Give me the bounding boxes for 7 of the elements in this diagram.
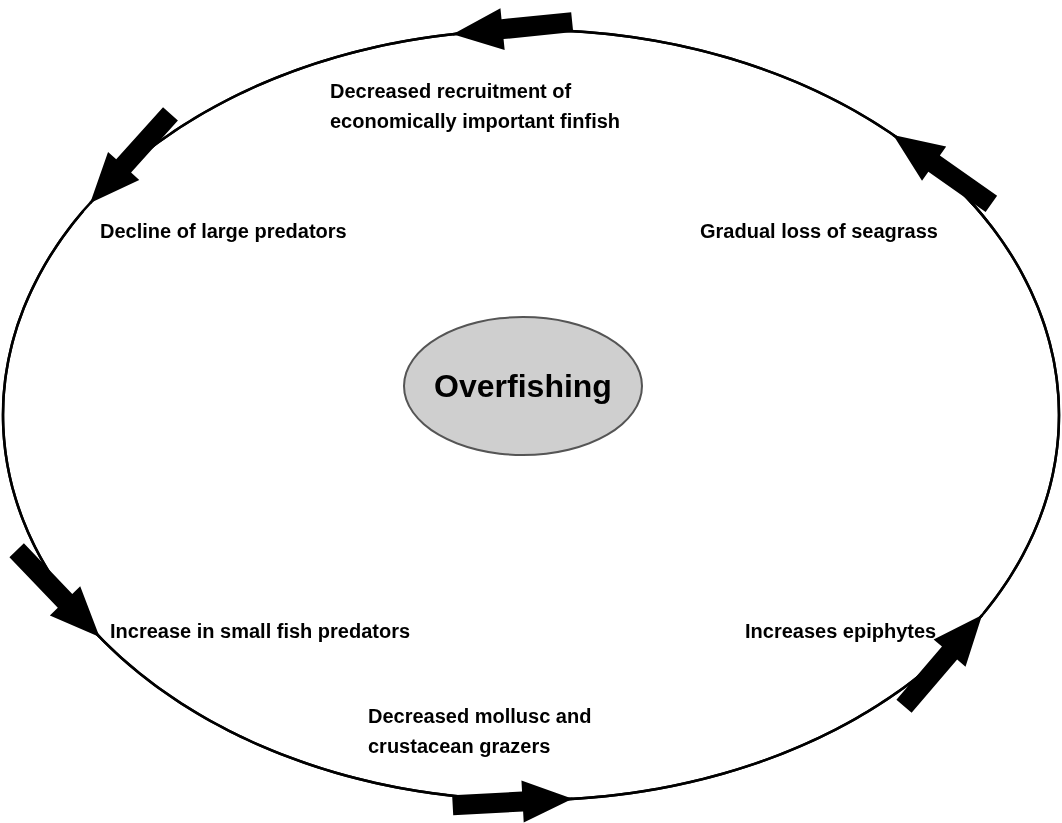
cycle-step-label: Increases epiphytes — [745, 616, 965, 646]
cycle-step-label: Decline of large predators — [100, 216, 430, 246]
cycle-step-label: Increase in small fish predators — [110, 616, 480, 646]
cycle-step-label: Decreased recruitment of economically important finfish — [330, 76, 670, 136]
center-ellipse: Overfishing — [403, 316, 643, 456]
cycle-step-label: Gradual loss of seagrass — [700, 216, 970, 246]
cycle-step-label: Decreased mollusc and crustacean grazers — [368, 701, 668, 761]
